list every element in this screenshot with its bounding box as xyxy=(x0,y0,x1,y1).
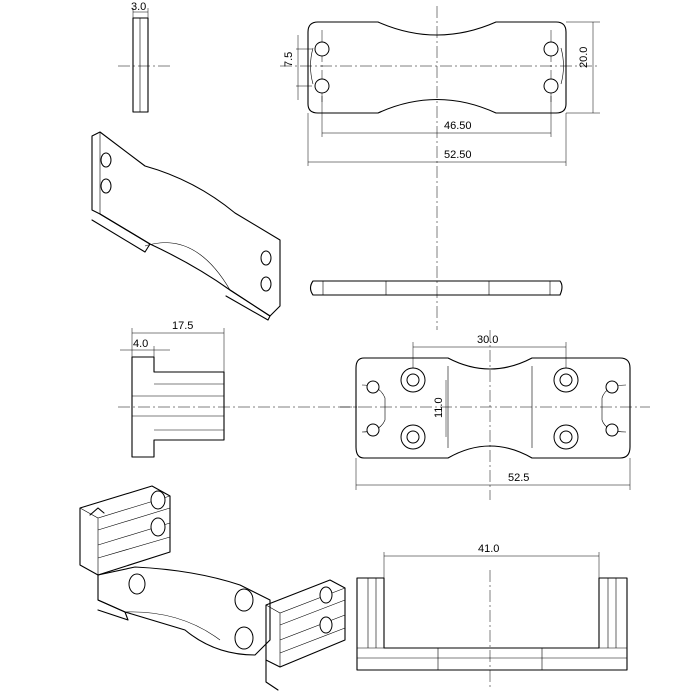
hole-top-right-upper xyxy=(543,41,559,57)
isometric-assembly xyxy=(79,485,346,691)
dim-side-length: 17.5 xyxy=(172,320,193,332)
dim-center-width: 11.0 xyxy=(433,397,445,418)
dim-side-flange: 4.0 xyxy=(133,338,148,350)
dim-thickness: 3.0 xyxy=(131,1,146,13)
middle-side-view: 17.5 4.0 xyxy=(118,320,360,458)
dim-inner-length: 46.50 xyxy=(444,120,472,132)
hole-top-left-lower xyxy=(314,78,330,94)
front-strip-view xyxy=(309,280,563,296)
dim-overall-length-mid: 52.5 xyxy=(508,472,529,484)
isometric-plate xyxy=(91,131,281,321)
dim-width-top: 20.0 xyxy=(578,47,590,68)
hole-top-right-lower xyxy=(543,78,559,94)
top-side-view: 3.0 xyxy=(118,1,170,113)
dim-overall-length-top: 52.50 xyxy=(444,149,472,161)
bottom-front-view: 41.0 xyxy=(356,543,628,690)
dim-inner-gap: 41.0 xyxy=(478,543,499,555)
dim-hole-spacing: 30.0 xyxy=(477,334,498,346)
middle-plan-view: 30.0 11.0 52.5 xyxy=(340,330,650,500)
top-plan-view: 7.5 20.0 46.50 52.50 xyxy=(280,6,600,330)
dim-hole-pitch-vertical: 7.5 xyxy=(283,52,295,67)
hole-top-left-upper xyxy=(314,41,330,57)
